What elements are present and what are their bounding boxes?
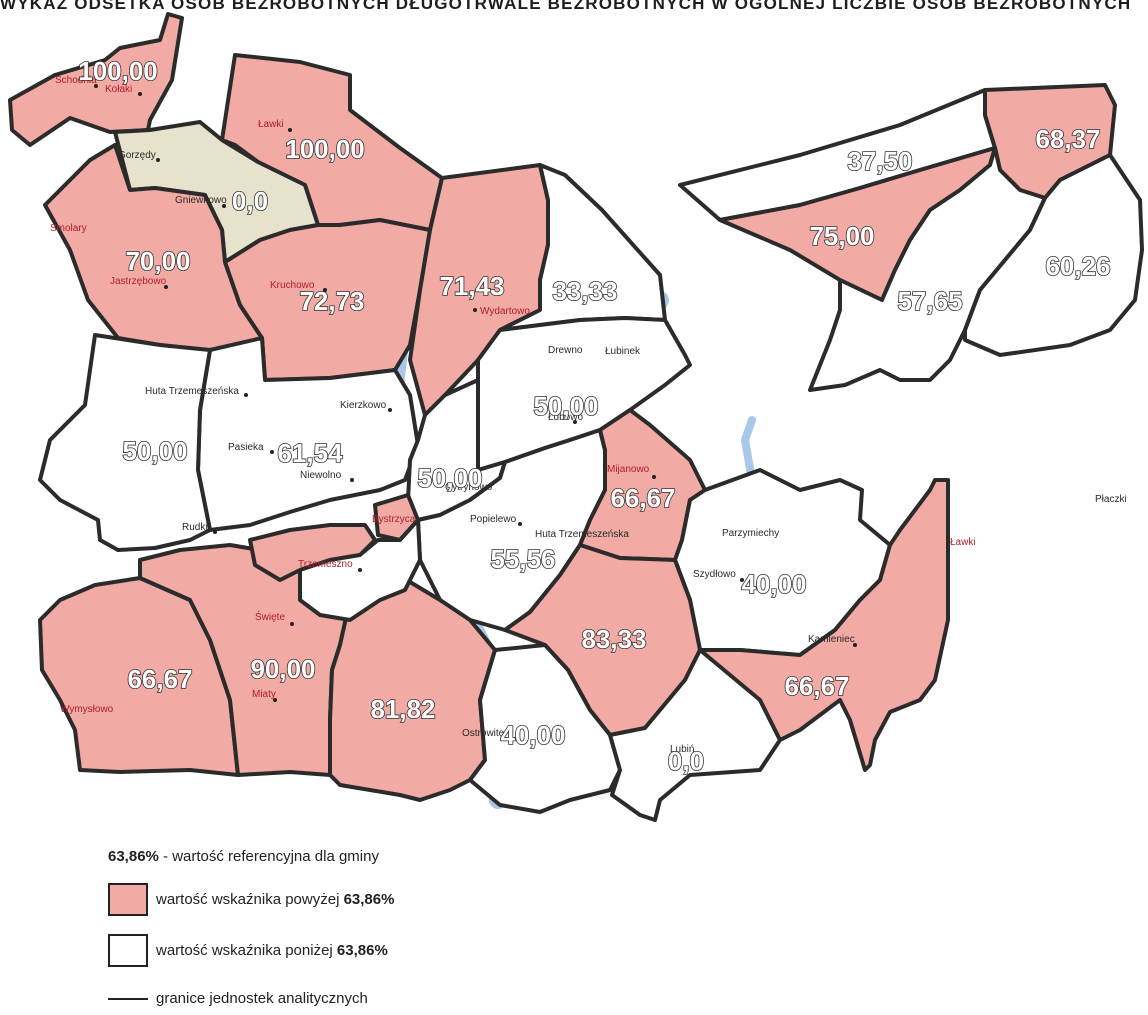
place-label: Bystrzyca (372, 514, 416, 525)
above-label: wartość wskaźnika powyżej (156, 891, 344, 908)
value-label: 71,43 (439, 271, 504, 301)
place-label: Pasieka (228, 442, 264, 453)
value-label: 83,33 (581, 624, 646, 654)
value-label: 33,33 (552, 276, 617, 306)
region-17[interactable] (328, 580, 497, 802)
value-label: 50,00 (122, 436, 187, 466)
border-label: granice jednostek analitycznych (156, 990, 368, 1007)
place-label: Gniewkowo (175, 195, 227, 206)
value-label: 50,00 (533, 391, 598, 421)
place-label: Kierzkowo (340, 400, 387, 411)
legend-border: granice jednostek analitycznych (108, 990, 368, 1007)
region-25[interactable] (963, 153, 1144, 357)
place-label: Miaty (252, 689, 276, 700)
place-label: Kruchowo (270, 280, 315, 291)
place-label: Smolary (50, 223, 87, 234)
value-label: 72,73 (299, 286, 364, 316)
place-markers: Schodnia Kołaki Ławki Gorzędy Gniewkowo … (50, 75, 1127, 755)
place-label: Huta Trzemeszeńska (145, 386, 239, 397)
place-label: Drewno (548, 345, 583, 356)
place-label: Płaczki (1095, 494, 1127, 505)
value-label: 0,0 (232, 186, 268, 216)
value-label: 100,00 (285, 134, 365, 164)
value-label: 60,26 (1045, 251, 1110, 281)
region-9[interactable] (38, 333, 212, 552)
value-label: 66,67 (784, 671, 849, 701)
value-label: 100,00 (78, 56, 158, 86)
region-20[interactable] (698, 478, 950, 772)
above-swatch (108, 883, 148, 916)
region-19[interactable] (608, 648, 782, 822)
legend-above: wartość wskaźnika powyżej 63,86% (108, 883, 394, 916)
value-label: 57,65 (897, 286, 962, 316)
value-label: 40,00 (741, 569, 806, 599)
value-label: 81,82 (370, 694, 435, 724)
place-label: Rudki (182, 522, 208, 533)
value-label: 68,37 (1035, 124, 1100, 154)
map-regions (8, 12, 1144, 822)
reference-value: 63,86% (108, 848, 159, 865)
value-label: 61,54 (277, 438, 343, 468)
place-label: Schodnia (55, 75, 97, 86)
choropleth-map: Schodnia Kołaki Ławki Gorzędy Gniewkowo … (8, 12, 1144, 822)
place-label: Cytrynowo (445, 482, 493, 493)
place-label: Łubowo (548, 412, 583, 423)
place-label: Wymysłowo (60, 704, 114, 715)
value-label: 55,56 (490, 544, 555, 574)
place-label: Szydłowo (693, 569, 736, 580)
value-label: 0,0 (668, 746, 704, 776)
place-label: Kołaki (105, 84, 132, 95)
place-label: Święte (255, 610, 285, 623)
place-label: Gorzędy (118, 150, 156, 161)
region-18[interactable] (468, 643, 622, 814)
place-label: Ławki (950, 537, 976, 548)
below-value: 63,86% (336, 942, 388, 959)
reference-label: - wartość referencyjna dla gminy (158, 848, 379, 865)
above-value: 63,86% (343, 891, 395, 908)
place-label: Łubinek (605, 346, 641, 357)
value-labels: 100,00 100,00 0,0 70,00 72,73 71,43 33,3… (77, 55, 1111, 777)
value-label: 40,00 (500, 720, 565, 750)
region-0[interactable] (8, 12, 184, 147)
legend-reference: 63,86% - wartość referencyjna dla gminy (108, 848, 379, 865)
place-label: Mijanowo (607, 464, 650, 475)
place-label: Ostrowite (462, 728, 505, 739)
place-label: Kamieniec (808, 634, 855, 645)
value-label: 66,67 (127, 664, 192, 694)
value-label: 70,00 (125, 246, 190, 276)
place-label: Trzemeszno (298, 559, 353, 570)
place-label: Wydartowo (480, 306, 530, 317)
value-label: 50,00 (417, 463, 482, 493)
value-label: 66,67 (610, 483, 675, 513)
place-label: Ławki (258, 119, 284, 130)
border-line-swatch (108, 997, 148, 1000)
legend-below: wartość wskaźnika poniżej 63,86% (108, 934, 388, 967)
place-label: Popielewo (470, 514, 517, 525)
place-label: Niewolno (300, 470, 342, 481)
place-label: Huta Trzemeszeńska (535, 529, 629, 540)
below-label: wartość wskaźnika poniżej (156, 942, 337, 959)
value-label: 90,00 (250, 654, 315, 684)
below-swatch (108, 934, 148, 967)
place-label: Parzymiechy (722, 528, 779, 539)
value-label: 75,00 (809, 221, 874, 251)
value-label: 37,50 (847, 146, 912, 176)
place-label: Jastrzębowo (110, 276, 167, 287)
place-label: Lubiń (670, 744, 694, 755)
map-title: WYKAZ ODSETKA OSÓB BEZROBOTNYCH DŁUGOTRW… (0, 0, 1132, 13)
